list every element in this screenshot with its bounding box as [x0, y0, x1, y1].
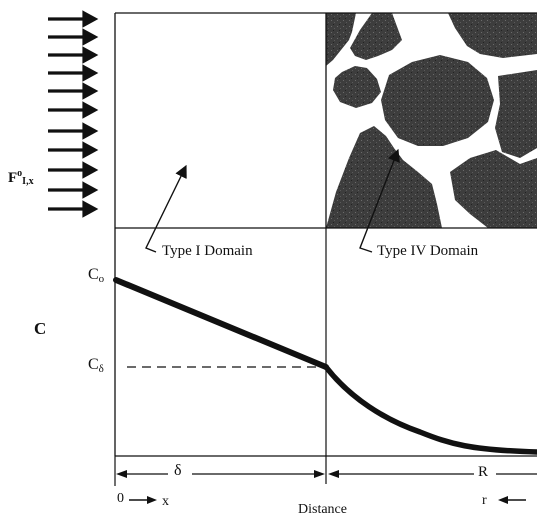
x-label: x [162, 494, 169, 509]
flux-subscript: I,x [22, 176, 34, 187]
flux-arrow [48, 64, 99, 82]
flux-symbol: F [8, 170, 18, 186]
r-label: r [482, 493, 487, 508]
concentration-curve-type-iv [323, 364, 537, 455]
type-iv-domain-label: Type IV Domain [377, 243, 479, 259]
flux-arrow [48, 200, 99, 218]
flux-arrow [48, 101, 99, 119]
concentration-axis-label: C [34, 319, 47, 338]
flux-arrows [48, 10, 99, 218]
distance-axis-label: Distance [298, 502, 347, 517]
matrix-grain [350, 13, 402, 60]
concentration-plot [113, 228, 537, 484]
matrix-grain [326, 126, 442, 228]
origin-label: 0 [117, 491, 124, 506]
type-iv-pointer-arrow [359, 148, 400, 253]
flux-label: FoI,x [8, 168, 34, 187]
matrix-grain [450, 150, 537, 228]
flux-arrow [48, 141, 99, 159]
c0-label: Co [88, 266, 105, 285]
flux-arrow [48, 161, 99, 179]
flux-arrow [48, 10, 99, 28]
matrix-grain [326, 13, 356, 66]
flux-arrow [48, 122, 99, 140]
r-arrow-left [328, 470, 339, 478]
matrix-grain [448, 13, 537, 58]
flux-arrow [48, 82, 99, 100]
concentration-curve-type-i [113, 277, 329, 370]
flux-arrow [48, 46, 99, 64]
type-i-domain-label: Type I Domain [162, 243, 253, 259]
matrix-grain [495, 70, 537, 158]
big-r-label: R [478, 464, 489, 480]
type-iv-porous-medium [326, 13, 537, 228]
delta-arrow-left [116, 470, 127, 478]
dimension-markers [114, 456, 537, 504]
delta-label: δ [174, 462, 182, 479]
matrix-grain [381, 55, 494, 146]
type-i-pointer-arrow [145, 164, 187, 253]
flux-arrow [48, 181, 99, 199]
delta-arrow-right [314, 470, 325, 478]
flux-superscript: o [17, 168, 23, 179]
flux-arrow [48, 28, 99, 46]
cdelta-label: Cδ [88, 356, 104, 375]
matrix-grain [333, 66, 381, 108]
